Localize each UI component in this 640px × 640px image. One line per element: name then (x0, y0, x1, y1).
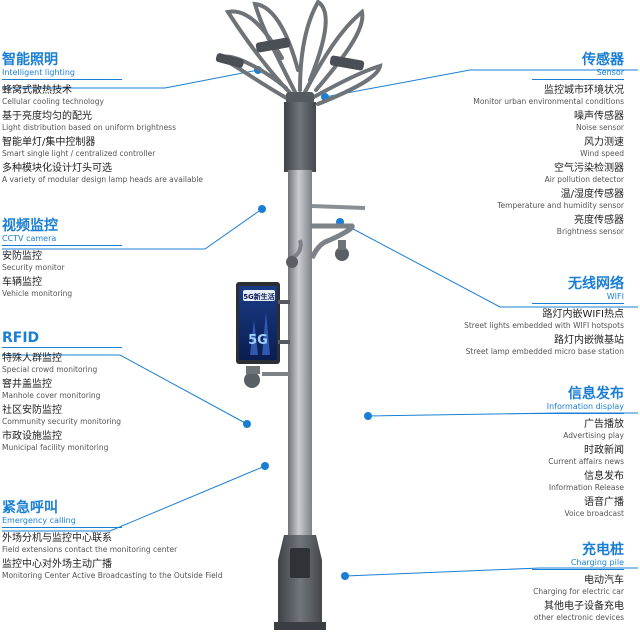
lamp-collar (286, 92, 314, 104)
list-item: 时政新闻 Current affairs news (548, 445, 624, 466)
section-emergency-calling: 紧急呼叫 Emergency calling 外场分机与监控中心联系 Field… (2, 500, 262, 580)
section-title: RFID (2, 330, 40, 346)
sensor-module (284, 102, 316, 172)
list-item: 风力测速 Wind speed (580, 137, 624, 158)
section-rule (2, 245, 122, 246)
leader-rfid (2, 354, 248, 425)
list-item: 路灯内嵌微基站 Street lamp embedded micro base … (465, 335, 624, 356)
leader-dot-rfid (243, 420, 251, 428)
list-item: 市政设施监控 Municipal facility monitoring (2, 431, 109, 452)
screen-mark: 5G (248, 333, 268, 348)
list-item: 特殊人群监控 Special crowd monitoring (2, 353, 98, 374)
section-sensor: 传感器 Sensor 监控城市环境状况 Monitor urban enviro… (374, 52, 624, 236)
section-rule (532, 569, 624, 570)
list-item: 社区安防监控 Community security monitoring (2, 405, 122, 426)
leader-wifi (339, 221, 638, 308)
section-cctv-camera: 视频监控 CCTV camera 安防监控 Security monitor 车… (2, 218, 262, 298)
camera-arm (309, 223, 355, 260)
section-rule (532, 413, 624, 414)
section-title: 视频监控 (2, 218, 58, 234)
section-subtitle: WIFI (606, 292, 624, 301)
leader-dot-info (364, 412, 372, 420)
section-rule (532, 303, 624, 304)
list-item: 车辆监控 Vehicle monitoring (2, 277, 73, 298)
leader-emergency (2, 465, 266, 532)
section-charging-pile: 充电桩 Charging pile 电动汽车 Charging for elec… (374, 542, 624, 622)
section-subtitle: Intelligent lighting (2, 68, 76, 77)
list-item: 安防监控 Security monitor (2, 251, 65, 272)
leader-lighting (2, 69, 259, 89)
list-item: 亮度传感器 Brightness sensor (556, 215, 624, 236)
list-item: 空气污染检测器 Air pollution detector (544, 163, 624, 184)
leader-dot-charging (341, 572, 349, 580)
section-rule (2, 79, 122, 80)
leader-dot-cctv (258, 205, 266, 213)
section-title: 信息发布 (568, 386, 624, 402)
section-rule (2, 527, 122, 528)
list-item: 外场分机与监控中心联系 Field extensions contact the… (2, 533, 178, 554)
section-subtitle: Sensor (596, 68, 624, 77)
list-item: 路灯内嵌WIFI热点 Street lights embedded with W… (464, 309, 624, 330)
section-subtitle: Charging pile (570, 558, 624, 567)
list-item: 温/湿度传感器 Temperature and humidity sensor (497, 189, 624, 210)
list-item: 蜂窝式散热技术 Cellular cooling technology (2, 85, 104, 106)
section-title: 传感器 (582, 52, 624, 68)
list-item: 噪声传感器 Noise sensor (574, 111, 624, 132)
pole-shaft (288, 170, 312, 540)
lamp-head (215, 53, 244, 68)
section-title: 智能照明 (2, 52, 58, 68)
list-item: 其他电子设备充电 other electronic devices (533, 601, 624, 622)
section-subtitle: CCTV camera (2, 234, 57, 243)
list-item: 基于亮度均匀的配光 Light distribution based on un… (2, 111, 177, 132)
section-wifi: 无线网络 WIFI 路灯内嵌WIFI热点 Street lights embed… (374, 276, 624, 356)
list-item: 信息发布 Information Release (548, 471, 624, 492)
cctv-camera-lower (244, 372, 260, 388)
section-title: 充电桩 (582, 542, 624, 558)
lamp-head (329, 55, 365, 71)
leader-charging (344, 567, 638, 577)
smart-pole-illustration: 5G新生活 5G (215, 0, 383, 630)
section-rule (532, 79, 624, 80)
leader-cctv (2, 208, 263, 250)
section-rfid: RFID 特殊人群监控 Special crowd monitoring 窨井盖… (2, 330, 262, 452)
section-subtitle: Information display (546, 402, 624, 411)
list-item: 监控中心对外场主动广播 Monitoring Center Active Bro… (2, 559, 223, 580)
list-item: 语音广播 Voice broadcast (564, 497, 624, 518)
cctv-camera-left (286, 256, 298, 268)
list-item: 监控城市环境状况 Monitor urban environmental con… (473, 85, 624, 106)
section-rule (2, 347, 122, 348)
lamp-head (255, 37, 291, 53)
list-item: 智能单灯/集中控制器 Smart single light / centrali… (2, 137, 156, 158)
section-title: 无线网络 (568, 276, 624, 292)
cctv-camera (335, 247, 349, 261)
list-item: 广告播放 Advertising play (563, 419, 624, 440)
section-intelligent-lighting: 智能照明 Intelligent lighting 蜂窝式散热技术 Cellul… (2, 52, 262, 184)
section-title: 紧急呼叫 (2, 500, 58, 516)
section-subtitle: Emergency calling (2, 516, 76, 525)
list-item: 窨井盖监控 Manhole cover monitoring (2, 379, 101, 400)
pole-base (278, 535, 322, 624)
screen-badge: 5G新生活 (243, 292, 275, 301)
list-item: 电动汽车 Charging for electric car (533, 575, 624, 596)
leader-dot-emergency (261, 462, 269, 470)
section-information-display: 信息发布 Information display 广告播放 Advertisin… (374, 386, 624, 518)
list-item: 多种模块化设计灯头可选 A variety of modular design … (2, 163, 204, 184)
leader-sensor (324, 69, 638, 98)
